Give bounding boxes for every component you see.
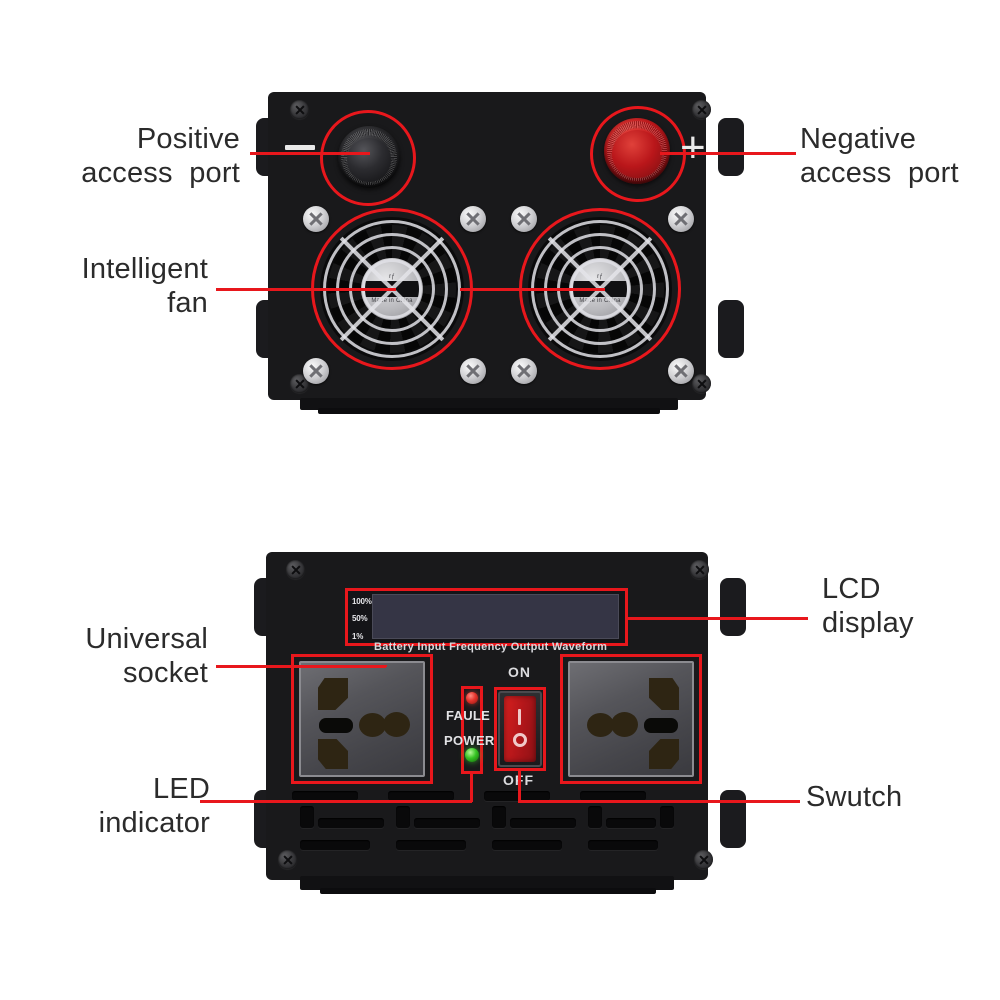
vent-slot: [300, 840, 370, 850]
leader-led-indicator: [200, 800, 472, 803]
leader-led-indicator-riser: [470, 774, 473, 802]
fan-mount-screw-left-tr: [460, 206, 486, 232]
fan-mount-screw-right-br: [668, 358, 694, 384]
positive-terminal-cap: [612, 130, 662, 178]
housing-ear-right-bottom: [718, 300, 744, 358]
switch-mark-i: [518, 709, 521, 725]
leader-switch: [518, 800, 800, 803]
lcd-scale-100: 100%: [352, 597, 372, 606]
top-unit-base-shadow: [318, 408, 660, 414]
fan-mount-screw-left-br: [460, 358, 486, 384]
bottom-corner-screw-bottom-left: [278, 850, 297, 869]
positive-terminal[interactable]: [604, 118, 670, 184]
fan-mount-screw-right-tl: [511, 206, 537, 232]
callout-lcd-display: LCD display: [822, 573, 914, 640]
fan-mount-screw-left-tl: [303, 206, 329, 232]
callout-negative-access-port: Negative access port: [800, 123, 959, 190]
fan-mount-screw-right-bl: [511, 358, 537, 384]
fan-mount-screw-right-tr: [668, 206, 694, 232]
leader-negative-access-port: [660, 152, 796, 155]
bottom-unit-base-lip: [300, 876, 674, 890]
power-led: [465, 748, 479, 762]
callout-switch: Swutch: [806, 781, 903, 813]
corner-screw-bottom-left: [290, 374, 309, 393]
bottom-housing-ear-right-top: [720, 578, 746, 636]
universal-socket-right-highlight-box: [560, 654, 702, 784]
bottom-housing-ear-right-bottom: [720, 790, 746, 848]
vent-slot: [414, 818, 480, 828]
vent-slot: [484, 791, 550, 801]
minus-sign: [285, 145, 315, 150]
leader-intelligent-fan-left: [216, 288, 396, 291]
callout-universal-socket: Universal socket: [85, 623, 208, 690]
corner-screw-top-left: [290, 100, 309, 119]
power-switch[interactable]: [504, 696, 536, 762]
bottom-corner-screw-bottom-right: [694, 850, 713, 869]
universal-socket-left-highlight-box: [291, 654, 433, 784]
vent-slot: [318, 818, 384, 828]
callout-positive-access-port: Positive access port: [81, 123, 240, 190]
plus-sign: +: [680, 123, 706, 172]
callout-led-indicator: LED indicator: [98, 773, 210, 840]
vent-slot: [510, 818, 576, 828]
lcd-caption: Battery Input Frequency Output Waveform: [374, 641, 608, 653]
led-indicator-highlight-box: [461, 686, 483, 774]
leader-lcd-display: [628, 617, 808, 620]
switch-mark-o: [513, 733, 527, 747]
vent-slot: [396, 806, 410, 828]
leader-intelligent-fan-right: [460, 288, 605, 291]
universal-socket-left[interactable]: [299, 661, 425, 777]
negative-terminal-cap: [347, 138, 391, 182]
bottom-corner-screw-top-right: [690, 560, 709, 579]
corner-screw-bottom-right: [692, 374, 711, 393]
top-unit-bottom-lip: [300, 398, 678, 410]
vent-slot: [588, 840, 658, 850]
bottom-corner-screw-top-left: [286, 560, 305, 579]
leader-switch-riser: [518, 768, 521, 802]
vent-slot: [300, 806, 314, 828]
housing-ear-right-top: [718, 118, 744, 176]
corner-screw-top-right: [692, 100, 711, 119]
vent-slot: [388, 791, 454, 801]
leader-positive-access-port: [250, 152, 370, 155]
power-led-label: POWER: [444, 733, 495, 748]
lcd-scale-50: 50%: [352, 614, 368, 623]
vent-slot: [492, 806, 506, 828]
vent-slot: [492, 840, 562, 850]
callout-intelligent-fan: Intelligent fan: [81, 253, 208, 320]
fault-led-label: FAULE: [446, 708, 491, 723]
lcd-scale-1: 1%: [352, 632, 364, 641]
fault-led: [466, 692, 478, 704]
vent-slot: [606, 818, 656, 828]
leader-universal-socket-drop: [384, 665, 387, 667]
vent-slot: [292, 791, 358, 801]
vent-slot: [580, 791, 646, 801]
vent-slot: [396, 840, 466, 850]
switch-on-label: ON: [508, 664, 531, 680]
vent-slot: [660, 806, 674, 828]
leader-universal-socket: [216, 665, 386, 668]
negative-terminal[interactable]: [338, 126, 400, 188]
lcd-screen: [372, 594, 619, 639]
negative-terminal-highlight-ring: [320, 110, 416, 206]
vent-slot: [588, 806, 602, 828]
bottom-unit-base-shadow: [320, 888, 656, 894]
fan-mount-screw-left-bl: [303, 358, 329, 384]
universal-socket-right[interactable]: [568, 661, 694, 777]
